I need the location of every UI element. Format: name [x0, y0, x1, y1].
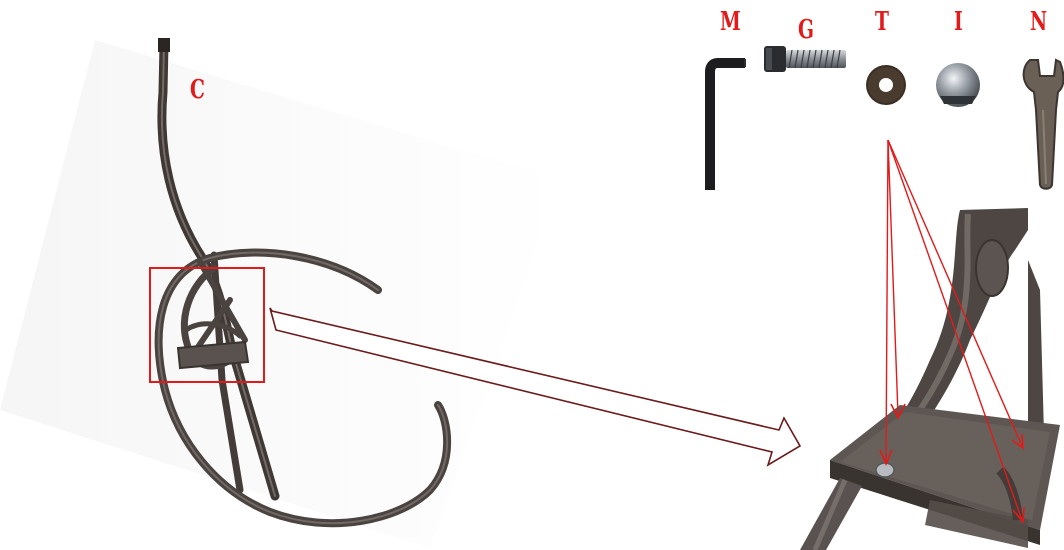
frame-label: C [190, 75, 205, 105]
socket-bolt-icon [764, 46, 846, 72]
cap-nut-label: I [954, 7, 963, 37]
bolt-label: G [798, 15, 814, 45]
detail-photo [795, 208, 1060, 550]
washer-icon [866, 65, 906, 105]
acorn-nut-icon [936, 63, 980, 107]
washer-label: T [875, 7, 889, 37]
hex-key-label: M [720, 7, 741, 37]
open-wrench-icon [1024, 60, 1064, 189]
frame-photo [0, 40, 560, 548]
allen-key-icon [710, 59, 745, 190]
wrench-label: N [1030, 7, 1047, 37]
